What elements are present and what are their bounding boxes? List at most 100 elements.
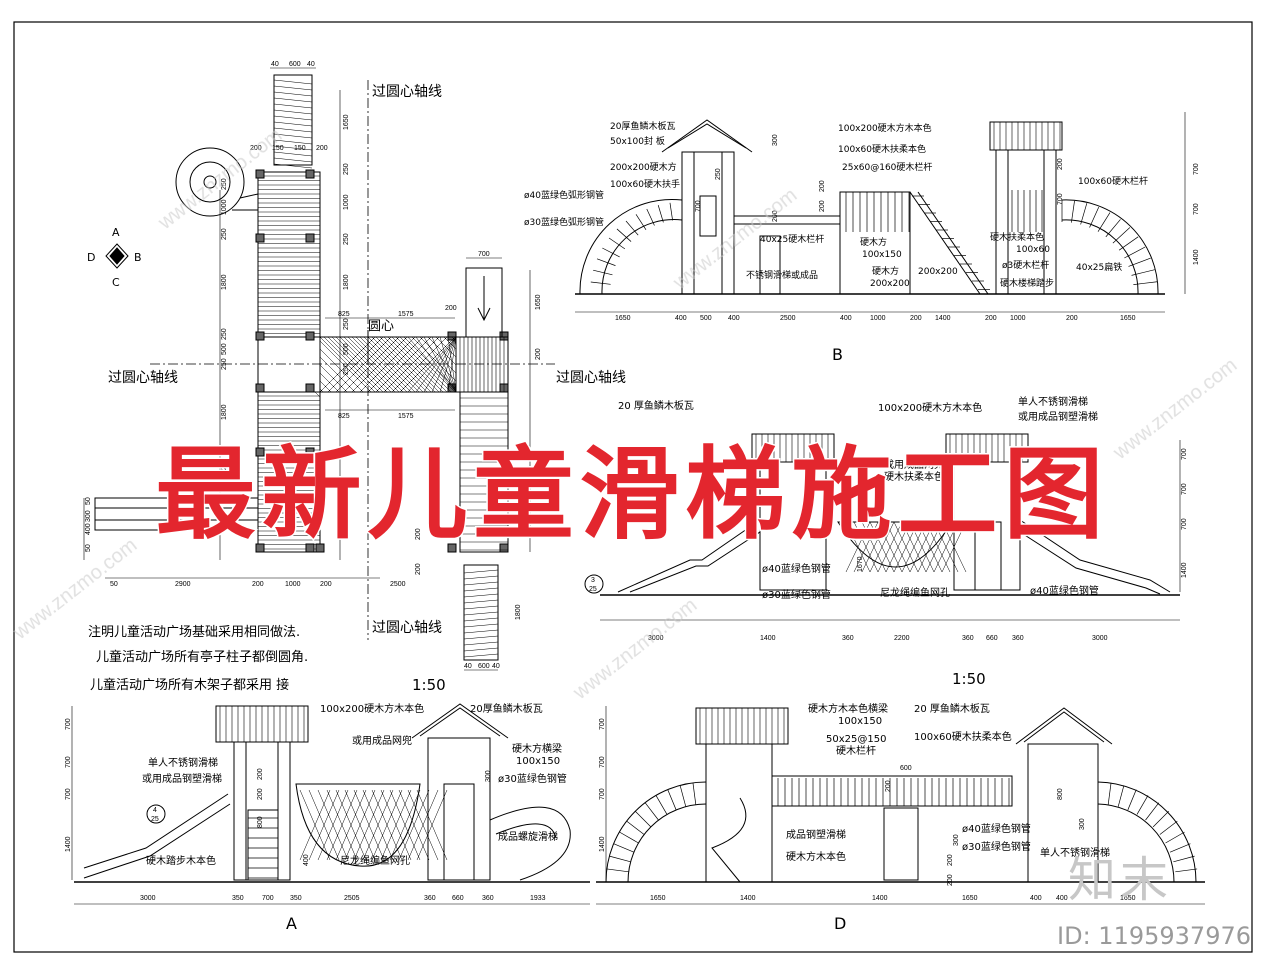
deck-lower-lines — [258, 395, 320, 550]
dimension-text: 1800 — [515, 604, 522, 620]
hatch-line — [314, 391, 321, 398]
dimension-text: 1650 — [650, 895, 666, 902]
hatch-line — [353, 789, 385, 861]
compass-a: A — [112, 226, 120, 239]
dimension-text: 700 — [695, 200, 702, 212]
hatch-line — [669, 202, 673, 221]
elev-a-net — [295, 783, 421, 867]
callout-text: 单人不锈钢滑梯 — [1040, 846, 1110, 859]
dimension-text: 400 — [303, 854, 310, 866]
hatch-line — [363, 336, 420, 393]
spiral-slide — [175, 147, 245, 217]
dimension-text: 360 — [482, 895, 494, 902]
hatch-line — [273, 85, 313, 91]
top-slide-lines — [273, 79, 313, 169]
post-square — [305, 447, 315, 457]
net-c — [845, 521, 967, 573]
hatch-line — [387, 336, 444, 393]
dimension-text: 300 — [485, 770, 492, 782]
hatch-line — [1175, 868, 1198, 873]
hatch-line — [359, 336, 416, 393]
callout-text: 成品螺旋滑梯 — [498, 830, 558, 843]
callout-text: 或用成品钢塑滑梯 — [1018, 410, 1098, 423]
post-square — [255, 383, 265, 393]
dimension-text: 1650 — [535, 294, 542, 310]
callout-text: 尼龙绳编鱼网孔 — [880, 586, 950, 599]
hatch-line — [626, 820, 645, 835]
watermark-5: www.znzmo.com — [569, 594, 702, 704]
hatch-line — [344, 789, 376, 861]
hatch-line — [1118, 236, 1139, 251]
hatch-line — [1112, 227, 1131, 244]
dimension-text: 700 — [599, 718, 606, 730]
plan-deck-upper — [257, 171, 321, 338]
hatch-line — [273, 115, 313, 121]
hatch-line — [416, 789, 448, 861]
dimension-text: 1650 — [962, 895, 978, 902]
dimension-text: 700 — [1181, 448, 1188, 460]
hatch-line — [644, 802, 659, 821]
hatch-line — [1124, 246, 1146, 259]
hatch-line — [398, 789, 430, 861]
arch-left-b — [590, 202, 683, 295]
dimension-text: 700 — [1193, 203, 1200, 215]
hatch-line — [679, 785, 687, 807]
callout-text: ø30蓝绿色弧形钢管 — [524, 216, 604, 228]
note-2: 儿童活动广场所有亭子柱子都倒圆角. — [96, 649, 308, 665]
hatch-line — [463, 617, 499, 622]
dimension-text: 1000 — [285, 581, 301, 588]
dimension-text: 800 — [257, 816, 264, 828]
hatch-line — [431, 336, 457, 393]
callout-text: 硬木踏步木本色 — [146, 854, 216, 867]
callout-text: 硬木楼梯踏步 — [1000, 277, 1054, 289]
dimension-text: 660 — [986, 635, 998, 642]
sheet-border — [13, 21, 1253, 953]
hatch-line — [606, 868, 629, 873]
dimension-text: 350 — [232, 895, 244, 902]
post-square — [447, 543, 457, 553]
dimension-text: 700 — [1181, 483, 1188, 495]
callout-text: 硬木方木本色横梁 — [808, 702, 888, 715]
stair-a — [248, 817, 278, 879]
elevation-b — [575, 112, 1186, 313]
hatch-line — [619, 831, 639, 844]
callout-text: 200x200 — [918, 267, 958, 277]
callout-text: 100x60硬木栏杆 — [1078, 175, 1148, 187]
hatch-line — [273, 103, 313, 109]
post-square — [255, 233, 265, 243]
callout-text: ø3硬木栏杆 — [1002, 259, 1049, 271]
hatch-line — [657, 205, 664, 223]
hatch-line — [273, 121, 313, 127]
deck-upper-lines — [258, 175, 320, 334]
hatch-line — [299, 789, 331, 861]
dimension-text: 1575 — [398, 413, 414, 420]
dimension-text: 700 — [65, 718, 72, 730]
elevation-c — [600, 433, 1181, 621]
arch-left-d — [606, 782, 707, 883]
note-1: 注明儿童活动广场基础采用相同做法. — [88, 624, 300, 640]
dimension-text: 600 — [478, 663, 490, 670]
elevation-d — [596, 706, 1205, 905]
dimension-text: 250 — [221, 178, 228, 190]
compass-icon — [105, 243, 129, 269]
dimension-text: 700 — [262, 895, 274, 902]
hatch-line — [379, 336, 436, 393]
net-a — [299, 789, 448, 861]
dimension-text: 1400 — [740, 895, 756, 902]
hatch-line — [411, 336, 457, 382]
hatch-line — [463, 587, 499, 592]
dimension-text: 200 — [947, 854, 954, 866]
hatch-line — [646, 208, 655, 226]
elev-c-detail-tag — [584, 574, 604, 594]
dimension-text: 700 — [478, 251, 490, 258]
dimension-text: 1800 — [343, 274, 350, 290]
hatch-line — [667, 789, 677, 811]
hatch-line — [347, 336, 404, 393]
callout-text: 硬木方横梁 — [512, 742, 562, 755]
post-square — [305, 383, 315, 393]
hatch-line — [463, 641, 499, 646]
dimension-text: 2900 — [175, 581, 191, 588]
compass-c: C — [112, 276, 120, 289]
dimension-text: 700 — [599, 756, 606, 768]
hatch-line — [463, 593, 499, 598]
